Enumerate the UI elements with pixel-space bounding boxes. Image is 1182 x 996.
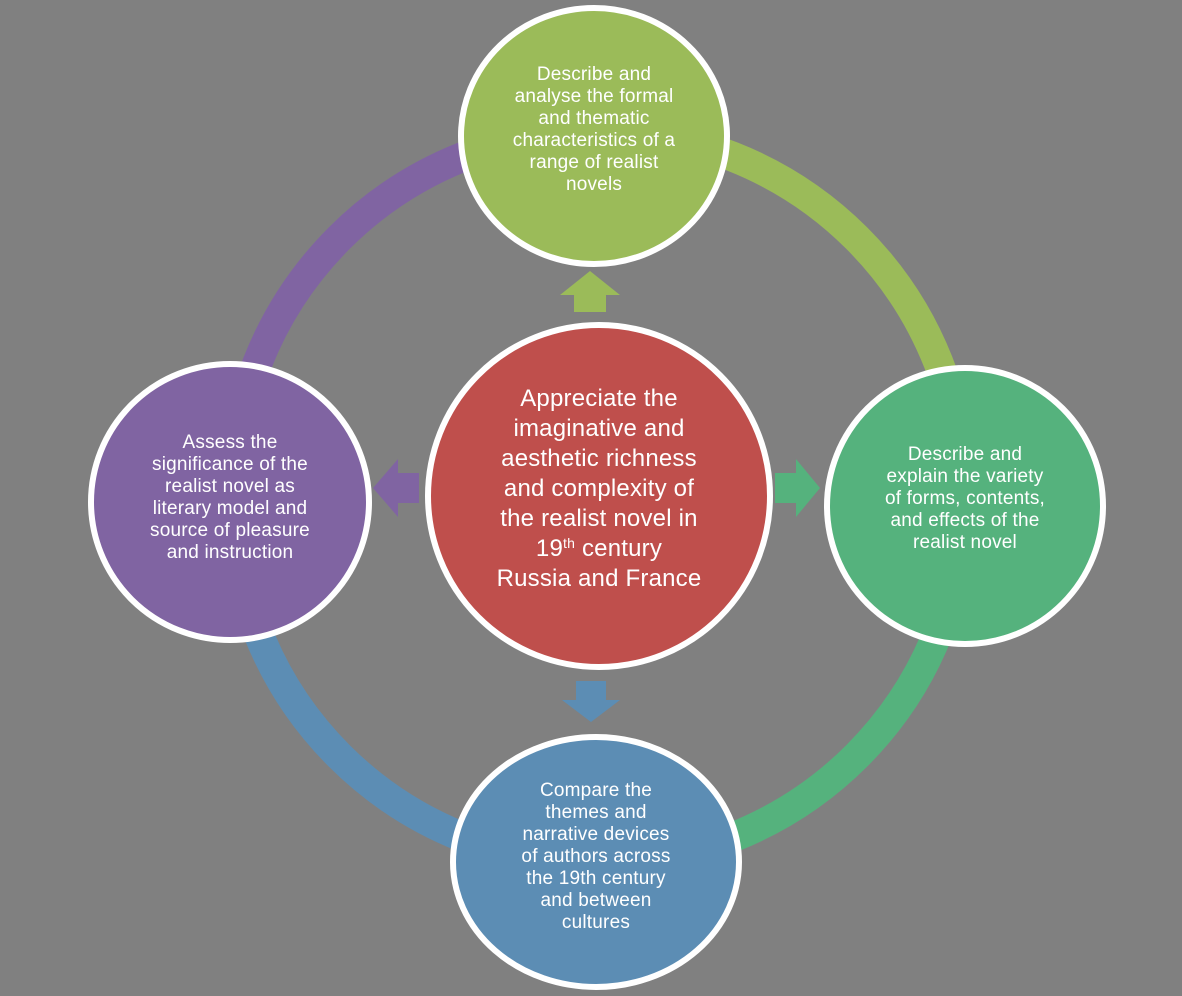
right-block-arrow-icon bbox=[775, 459, 820, 517]
up-block-arrow-icon bbox=[560, 271, 620, 312]
right-circle bbox=[824, 365, 1106, 647]
superscript-th: th bbox=[563, 535, 576, 551]
left-circle bbox=[88, 361, 372, 643]
center-text-bottom-lines: Russia and France bbox=[496, 565, 702, 592]
down-block-arrow-icon bbox=[562, 681, 620, 722]
center-circle bbox=[425, 322, 773, 670]
top-circle bbox=[458, 5, 730, 267]
left-block-arrow-icon bbox=[373, 459, 419, 517]
bottom-circle bbox=[450, 734, 742, 990]
center-text-superscript-line: 19th century bbox=[535, 535, 663, 562]
